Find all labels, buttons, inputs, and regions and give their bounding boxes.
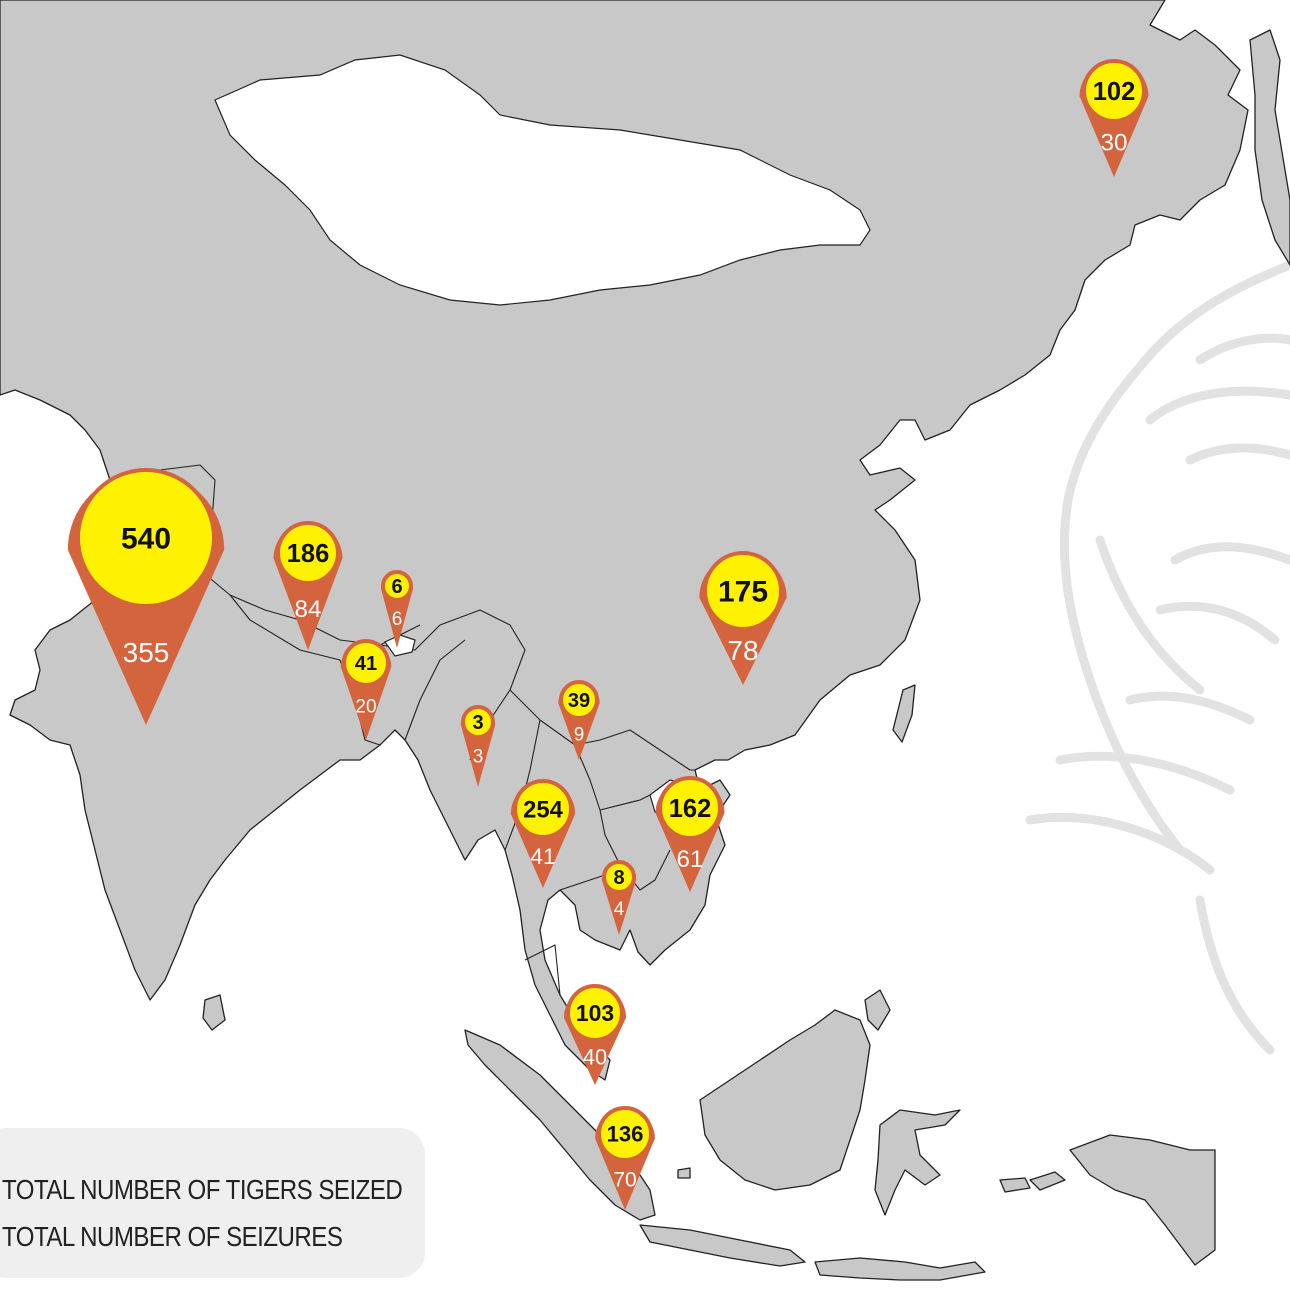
marker-malaysia: 103 40 [563, 984, 627, 1085]
pin-head-russia [1082, 59, 1146, 123]
marker-myanmar: 33 [460, 705, 496, 787]
tiger-watermark-icon [1025, 260, 1290, 1055]
marker-vietnam: 162 61 [655, 776, 725, 892]
tigers-count-thailand: 254 [523, 796, 563, 823]
tigers-count-malaysia: 103 [576, 1000, 614, 1026]
marker-china: 175 78 [699, 551, 787, 685]
pin-head-cambodia [602, 860, 636, 894]
marker-bhutan: 66 [380, 570, 414, 648]
pin-head-indonesia [597, 1106, 653, 1162]
pin-head-bangladesh [342, 639, 390, 687]
pin-head-vietnam [658, 776, 722, 840]
tigers-count-laos: 39 [568, 690, 590, 712]
pin-head-laos [559, 680, 599, 720]
pin-head-malaysia [566, 984, 624, 1042]
seizures-count-malaysia: 40 [583, 1045, 607, 1070]
seizures-count-indonesia: 70 [613, 1168, 636, 1191]
seizures-count-thailand: 41 [530, 844, 555, 869]
marker-thailand: 254 41 [510, 779, 576, 888]
tigers-count-russia: 102 [1093, 78, 1136, 106]
marker-cambodia: 84 [601, 860, 637, 935]
tigers-count-india: 540 [121, 523, 171, 556]
tigers-count-bangladesh: 41 [355, 653, 377, 675]
tigers-count-myanmar: 3 [472, 712, 483, 734]
pin-head-bhutan [381, 570, 413, 602]
seizure-markers: 5403551868466412033399175782544116261841… [67, 59, 1149, 1210]
seizures-count-vietnam: 61 [677, 846, 704, 873]
seizures-count-india: 355 [123, 637, 170, 668]
marker-nepal: 186 84 [273, 521, 343, 650]
mongolia-region [214, 54, 871, 306]
pin-head-myanmar [461, 705, 495, 739]
marker-laos: 39 9 [558, 680, 600, 760]
pin-head-thailand [513, 779, 573, 839]
pin-head-india [76, 468, 216, 608]
tigers-count-cambodia: 8 [613, 867, 624, 889]
pin-head-china [703, 551, 783, 631]
marker-russia: 102 30 [1079, 59, 1149, 178]
legend-box [0, 1128, 425, 1278]
tigers-count-indonesia: 136 [607, 1122, 644, 1147]
pin-head-nepal [276, 521, 340, 585]
tigers-count-vietnam: 162 [669, 795, 712, 823]
seizures-count-china: 78 [727, 635, 758, 666]
marker-bangladesh: 41 20 [340, 639, 392, 740]
legend-seizures-label: TOTAL NUMBER OF SEIZURES [2, 1221, 343, 1252]
tigers-count-nepal: 186 [287, 540, 330, 568]
seizures-count-bhutan: 6 [392, 609, 403, 630]
seizures-count-bangladesh: 20 [355, 697, 376, 718]
seizures-count-cambodia: 4 [614, 899, 625, 920]
marker-india: 540 355 [67, 468, 225, 725]
seizures-count-laos: 9 [574, 725, 585, 746]
tigers-count-china: 175 [718, 576, 768, 609]
seizures-count-myanmar: 3 [473, 747, 484, 768]
tigers-count-bhutan: 6 [391, 576, 402, 598]
land-masses [0, 0, 1290, 1281]
marker-indonesia: 136 70 [595, 1106, 655, 1210]
legend-tigers-label: TOTAL NUMBER OF TIGERS SEIZED [2, 1174, 403, 1205]
seizures-count-nepal: 84 [295, 596, 322, 623]
seizures-count-russia: 30 [1101, 130, 1128, 157]
